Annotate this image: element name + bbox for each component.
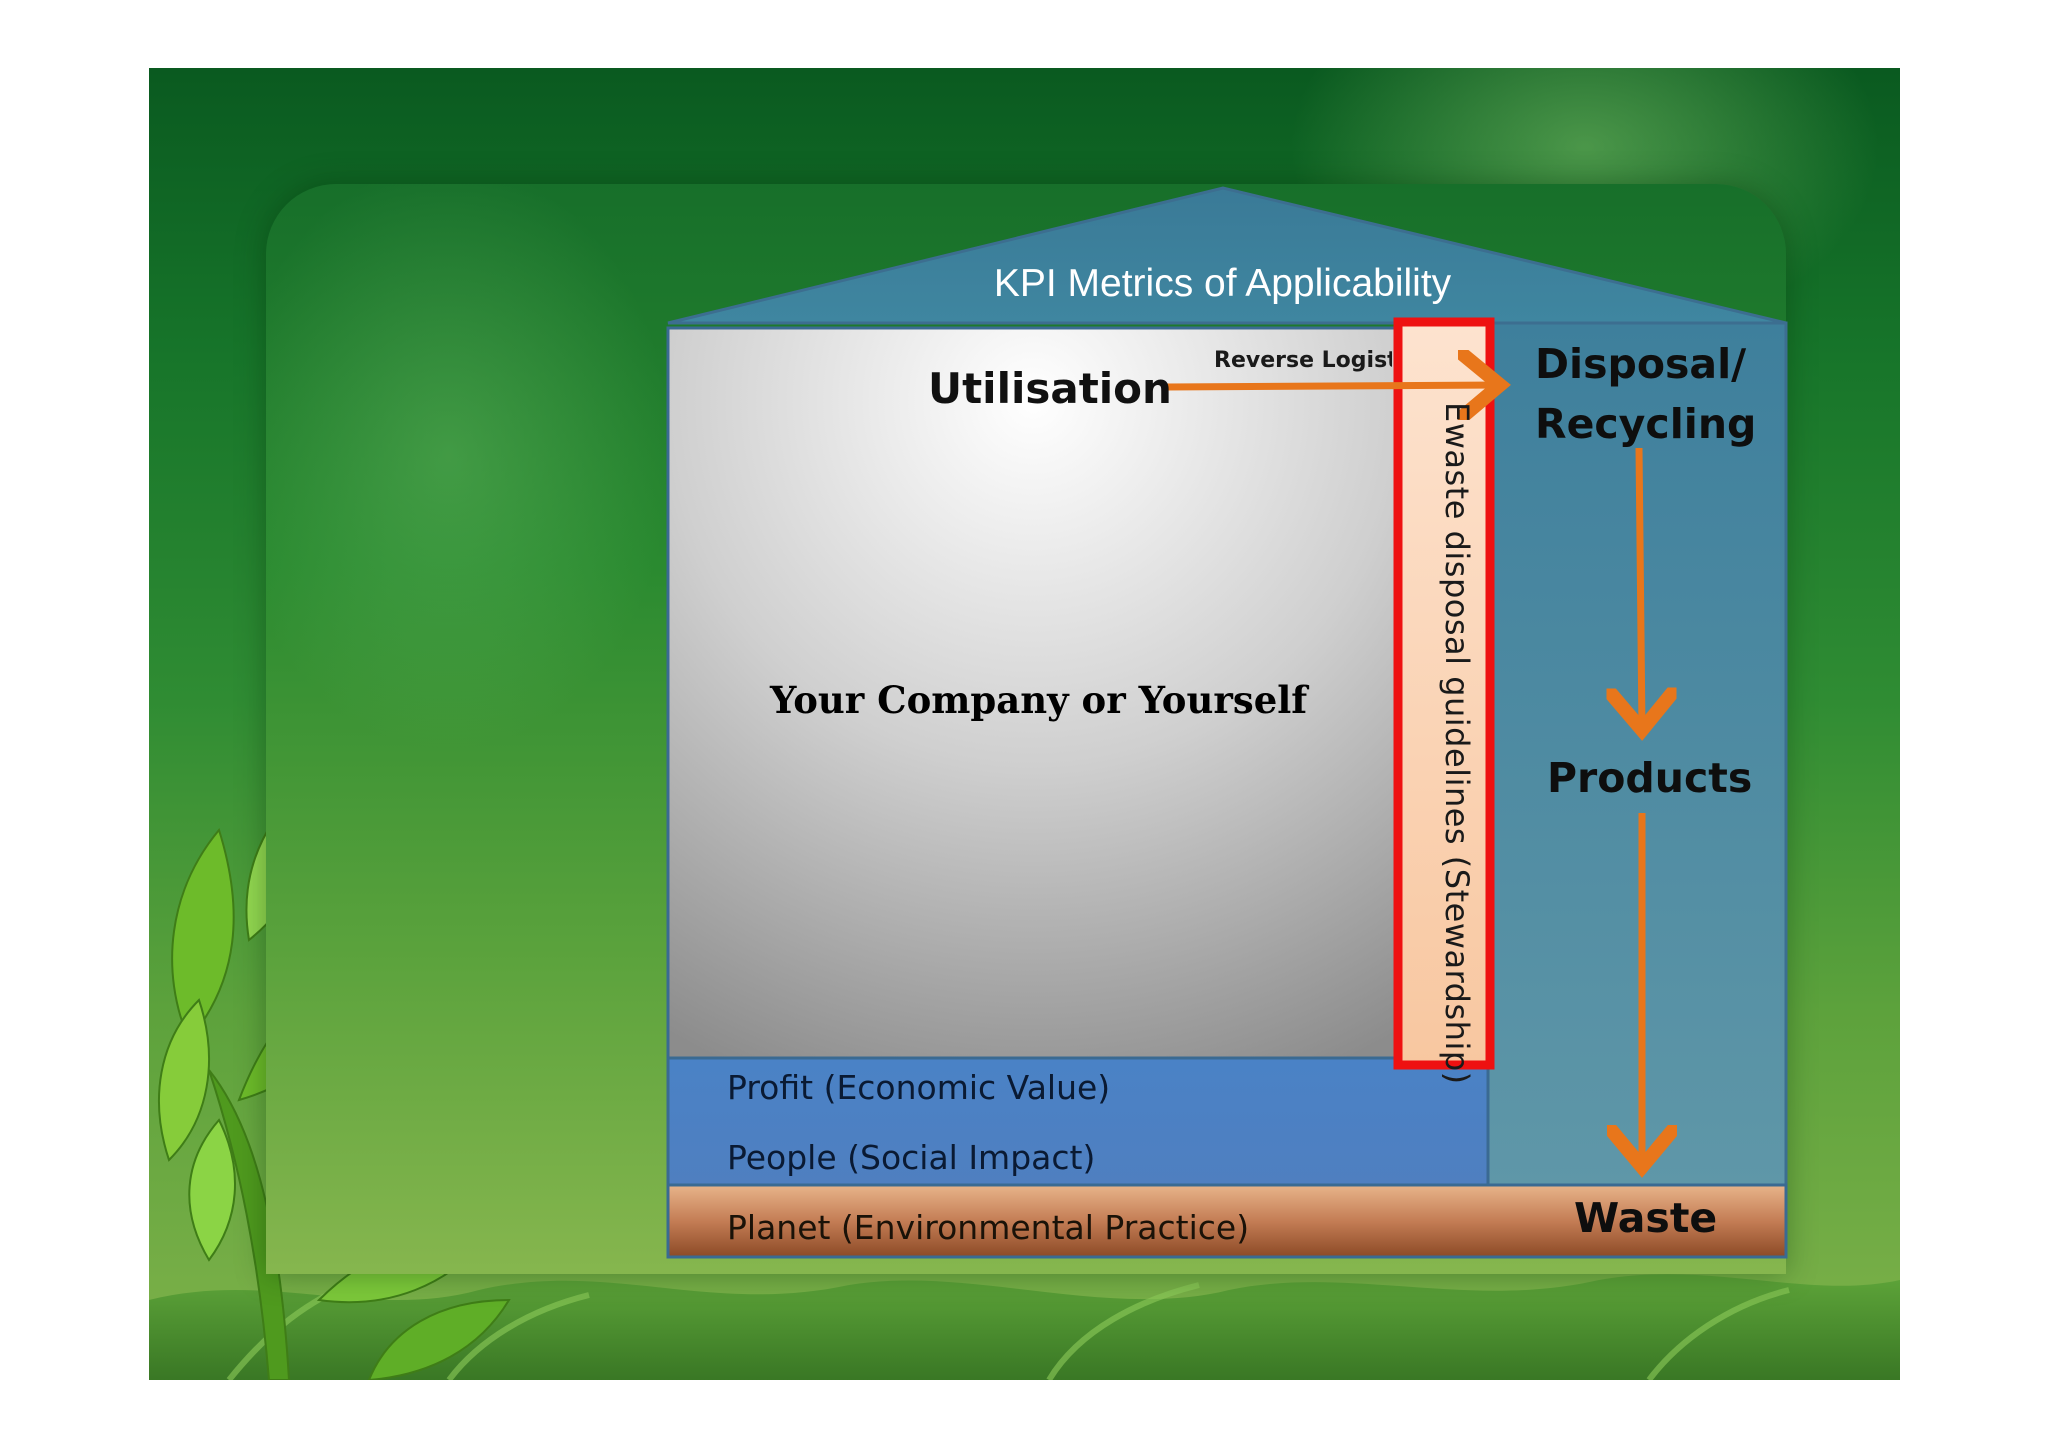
utilisation-label: Utilisation bbox=[928, 364, 1172, 413]
ewaste-guidelines-label: Ewaste disposal guidelines (Stewardship) bbox=[1438, 402, 1476, 1085]
reverse-logistics-arrow bbox=[1167, 385, 1500, 387]
products-label: Products bbox=[1547, 754, 1752, 802]
profit-label: Profit (Economic Value) bbox=[727, 1068, 1110, 1107]
company-label: Your Company or Yourself bbox=[770, 678, 1307, 722]
roof-title: KPI Metrics of Applicability bbox=[900, 262, 1545, 306]
waste-label: Waste bbox=[1574, 1194, 1717, 1242]
reverse-logistics-label: Reverse Logistik bbox=[1214, 348, 1392, 373]
disposal-recycling-label: Disposal/ Recycling bbox=[1535, 334, 1756, 454]
people-label: People (Social Impact) bbox=[727, 1138, 1095, 1177]
disposal-label-line2: Recycling bbox=[1535, 394, 1756, 454]
down-arrow-to-products bbox=[1639, 448, 1642, 730]
disposal-label-line1: Disposal/ bbox=[1535, 334, 1756, 394]
planet-label: Planet (Environmental Practice) bbox=[727, 1208, 1249, 1247]
